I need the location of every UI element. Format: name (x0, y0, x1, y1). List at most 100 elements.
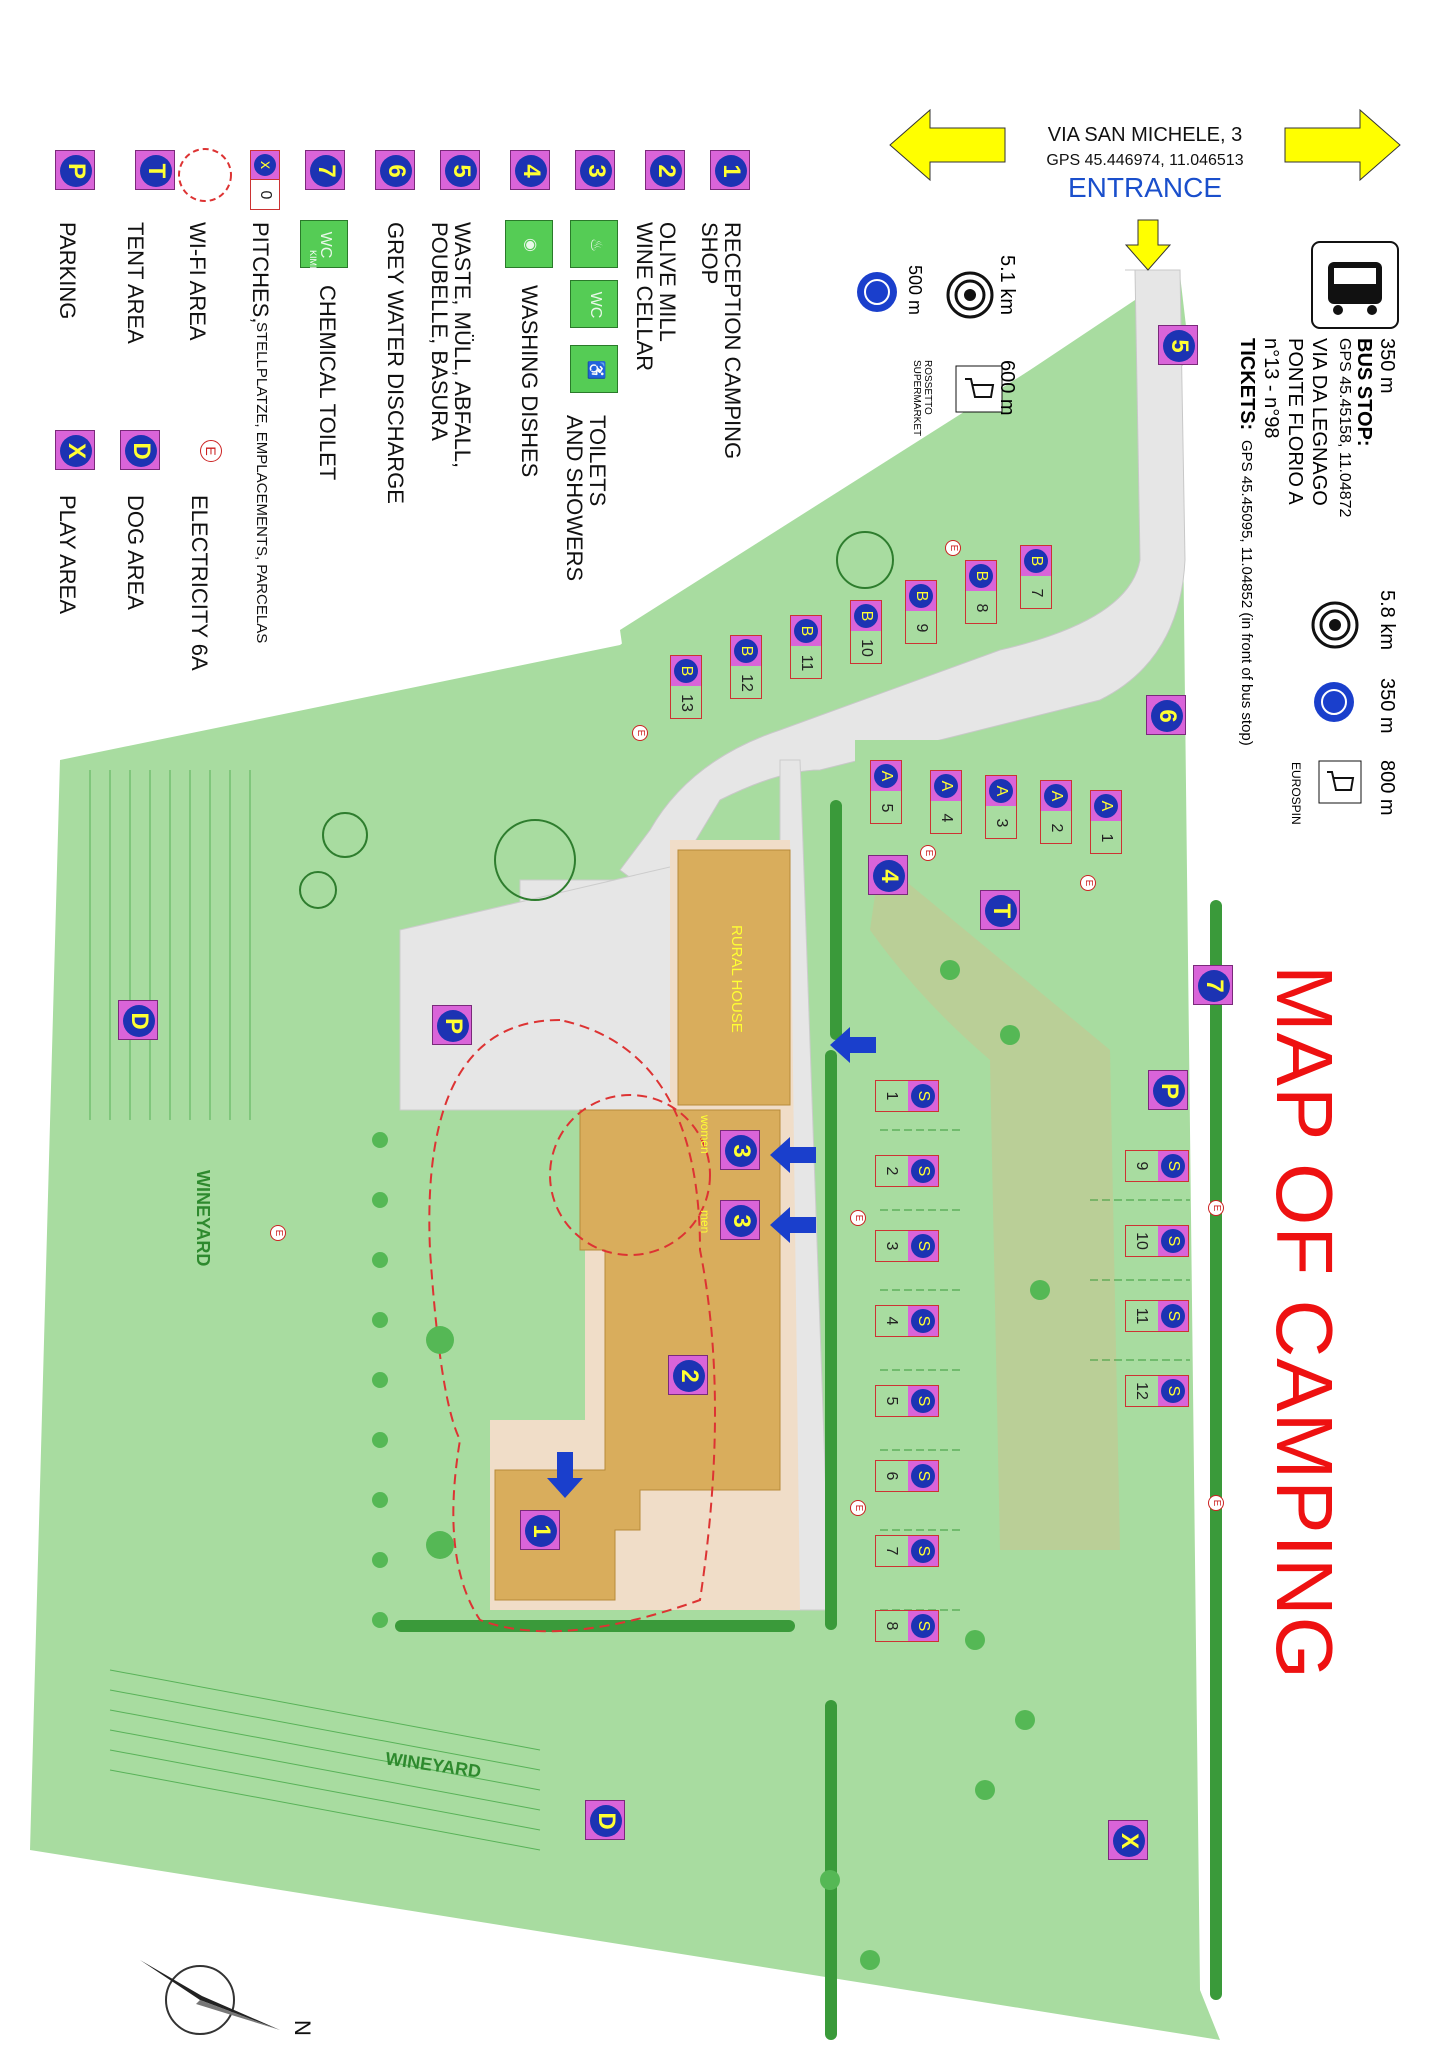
legend-badge-x: X (55, 430, 95, 470)
bus-stop-label: BUS STOP: (1353, 338, 1375, 447)
legend-label-electricity: ELECTRICITY 6A (187, 495, 212, 671)
legend-pitch-icon: x 0 (250, 150, 280, 210)
city-target-icon-right (1311, 601, 1359, 649)
legend-label-2: OLIVE MILL (655, 222, 680, 342)
map-badge-dog-2: D (585, 1800, 625, 1840)
kimik-label: KIMIK (308, 250, 318, 275)
shop-distance-left: 600 m (996, 360, 1018, 416)
legend-label-3b: AND SHOWERS (562, 415, 587, 582)
legend-badge-t: T (135, 150, 175, 190)
bus-stop-gps: GPS 45.45158, 11.04872 (1336, 338, 1353, 518)
bus-distance: 350 m (1376, 338, 1398, 394)
north-label: N (290, 2020, 315, 2036)
trees (299, 531, 894, 909)
map-badge-chemical: 7 (1193, 965, 1233, 1005)
electricity-marker: E (945, 540, 961, 556)
arrow-men (770, 1207, 816, 1243)
legend-label-wifi: WI-FI AREA (185, 222, 210, 341)
entrance-label: ENTRANCE (1067, 172, 1222, 203)
wifi-area-small (549, 1094, 711, 1256)
shop-name-right: EUROSPIN (1289, 762, 1303, 825)
legend-label-dog: DOG AREA (123, 495, 148, 610)
arrow-women (770, 1137, 816, 1173)
legend-badge-4: 4 (510, 150, 550, 190)
map-badge-waste: 5 (1158, 325, 1198, 365)
map-badge-parking-right: P (1148, 1070, 1188, 1110)
vineyard-rows (89, 770, 541, 1851)
map-badge-washing: 4 (868, 855, 908, 895)
legend-label-7: CHEMICAL TOILET (315, 285, 340, 481)
shop-distance-right: 800 m (1376, 760, 1398, 816)
map-badge-dog-1: D (118, 1000, 158, 1040)
entrance-arrow-left (889, 108, 1006, 182)
legend-badge-3: 3 (575, 150, 615, 190)
washing-dishes-icon: ◉ (505, 220, 553, 268)
electricity-marker: E (270, 1225, 286, 1241)
legend-label-3: TOILETS (585, 415, 610, 507)
legend-badge-2: 2 (645, 150, 685, 190)
map-badge-reception: 1 (520, 1510, 560, 1550)
grass-b-area (620, 275, 1190, 770)
rural-house-label: RURAL HOUSE (728, 925, 745, 1033)
legend-label-1b: SHOP (697, 222, 722, 285)
legend-badge-p: P (55, 150, 95, 190)
legend-label-parking: PARKING (55, 222, 80, 320)
legend-label-2b: WINE CELLAR (632, 222, 657, 372)
electricity-marker: E (850, 1500, 866, 1516)
shop-name-left: ROSSETTO SUPERMARKET (911, 360, 933, 437)
legend-label-6: GREY WATER DISCHARGE (383, 222, 408, 504)
electricity-marker: E (632, 725, 648, 741)
bus-lines: n°13 - n°98 (1260, 338, 1282, 439)
women-label: women (698, 1115, 712, 1154)
map-badge-play: X (1108, 1820, 1148, 1860)
electricity-marker: E (920, 845, 936, 861)
map-badge-toilets-men: 3 (720, 1200, 760, 1240)
entrance-arrow-down (1124, 219, 1172, 271)
bus-stop-place: PONTE FLORIO A (1284, 338, 1306, 505)
legend-badge-7: 7 (305, 150, 345, 190)
bike-distance-left: 500 m (905, 265, 925, 316)
bike-icon-left (857, 272, 897, 312)
legend-label-5b: POUBELLE, BASURA (427, 222, 452, 441)
chemical-toilet-icon: WC (300, 220, 348, 268)
compass-icon (140, 1960, 280, 2035)
bus-icon (1311, 241, 1399, 329)
legend-label-1: RECEPTION CAMPING (720, 222, 745, 460)
city-distance-left: 5.1 km (996, 255, 1018, 316)
address-gps: GPS 45.446974, 11.046513 (1046, 152, 1244, 169)
cart-icon-right (1318, 760, 1362, 804)
map-title: MAP OF CAMPING (1260, 965, 1349, 1680)
bus-stop-street: VIA DA LEGNAGO (1308, 338, 1330, 506)
electricity-marker: E (1208, 1495, 1224, 1511)
legend-label-play: PLAY AREA (55, 495, 80, 615)
hedges (395, 800, 1222, 2040)
legend-wifi-icon (178, 148, 232, 202)
tent-area-path (870, 860, 1120, 1550)
shower-icon: ♨ (570, 220, 618, 268)
legend-label-pitches-b: STELLPLATZE, EMPLACEMENTS, PARCELAS (253, 322, 270, 644)
legend-label-tent: TENT AREA (123, 222, 148, 344)
tickets-label: TICKETS: (1236, 338, 1258, 431)
map-badge-olive-mill: 2 (668, 1355, 708, 1395)
map-badge-toilets-women: 3 (720, 1130, 760, 1170)
bike-distance-right: 350 m (1376, 678, 1398, 734)
map-badge-grey-water: 6 (1146, 695, 1186, 735)
arrow-rural-house (830, 1027, 876, 1063)
city-target-icon (946, 271, 994, 319)
rural-house-building (677, 849, 791, 1106)
map-badge-tent: T (980, 890, 1020, 930)
entrance-arrow-right (1284, 108, 1401, 182)
